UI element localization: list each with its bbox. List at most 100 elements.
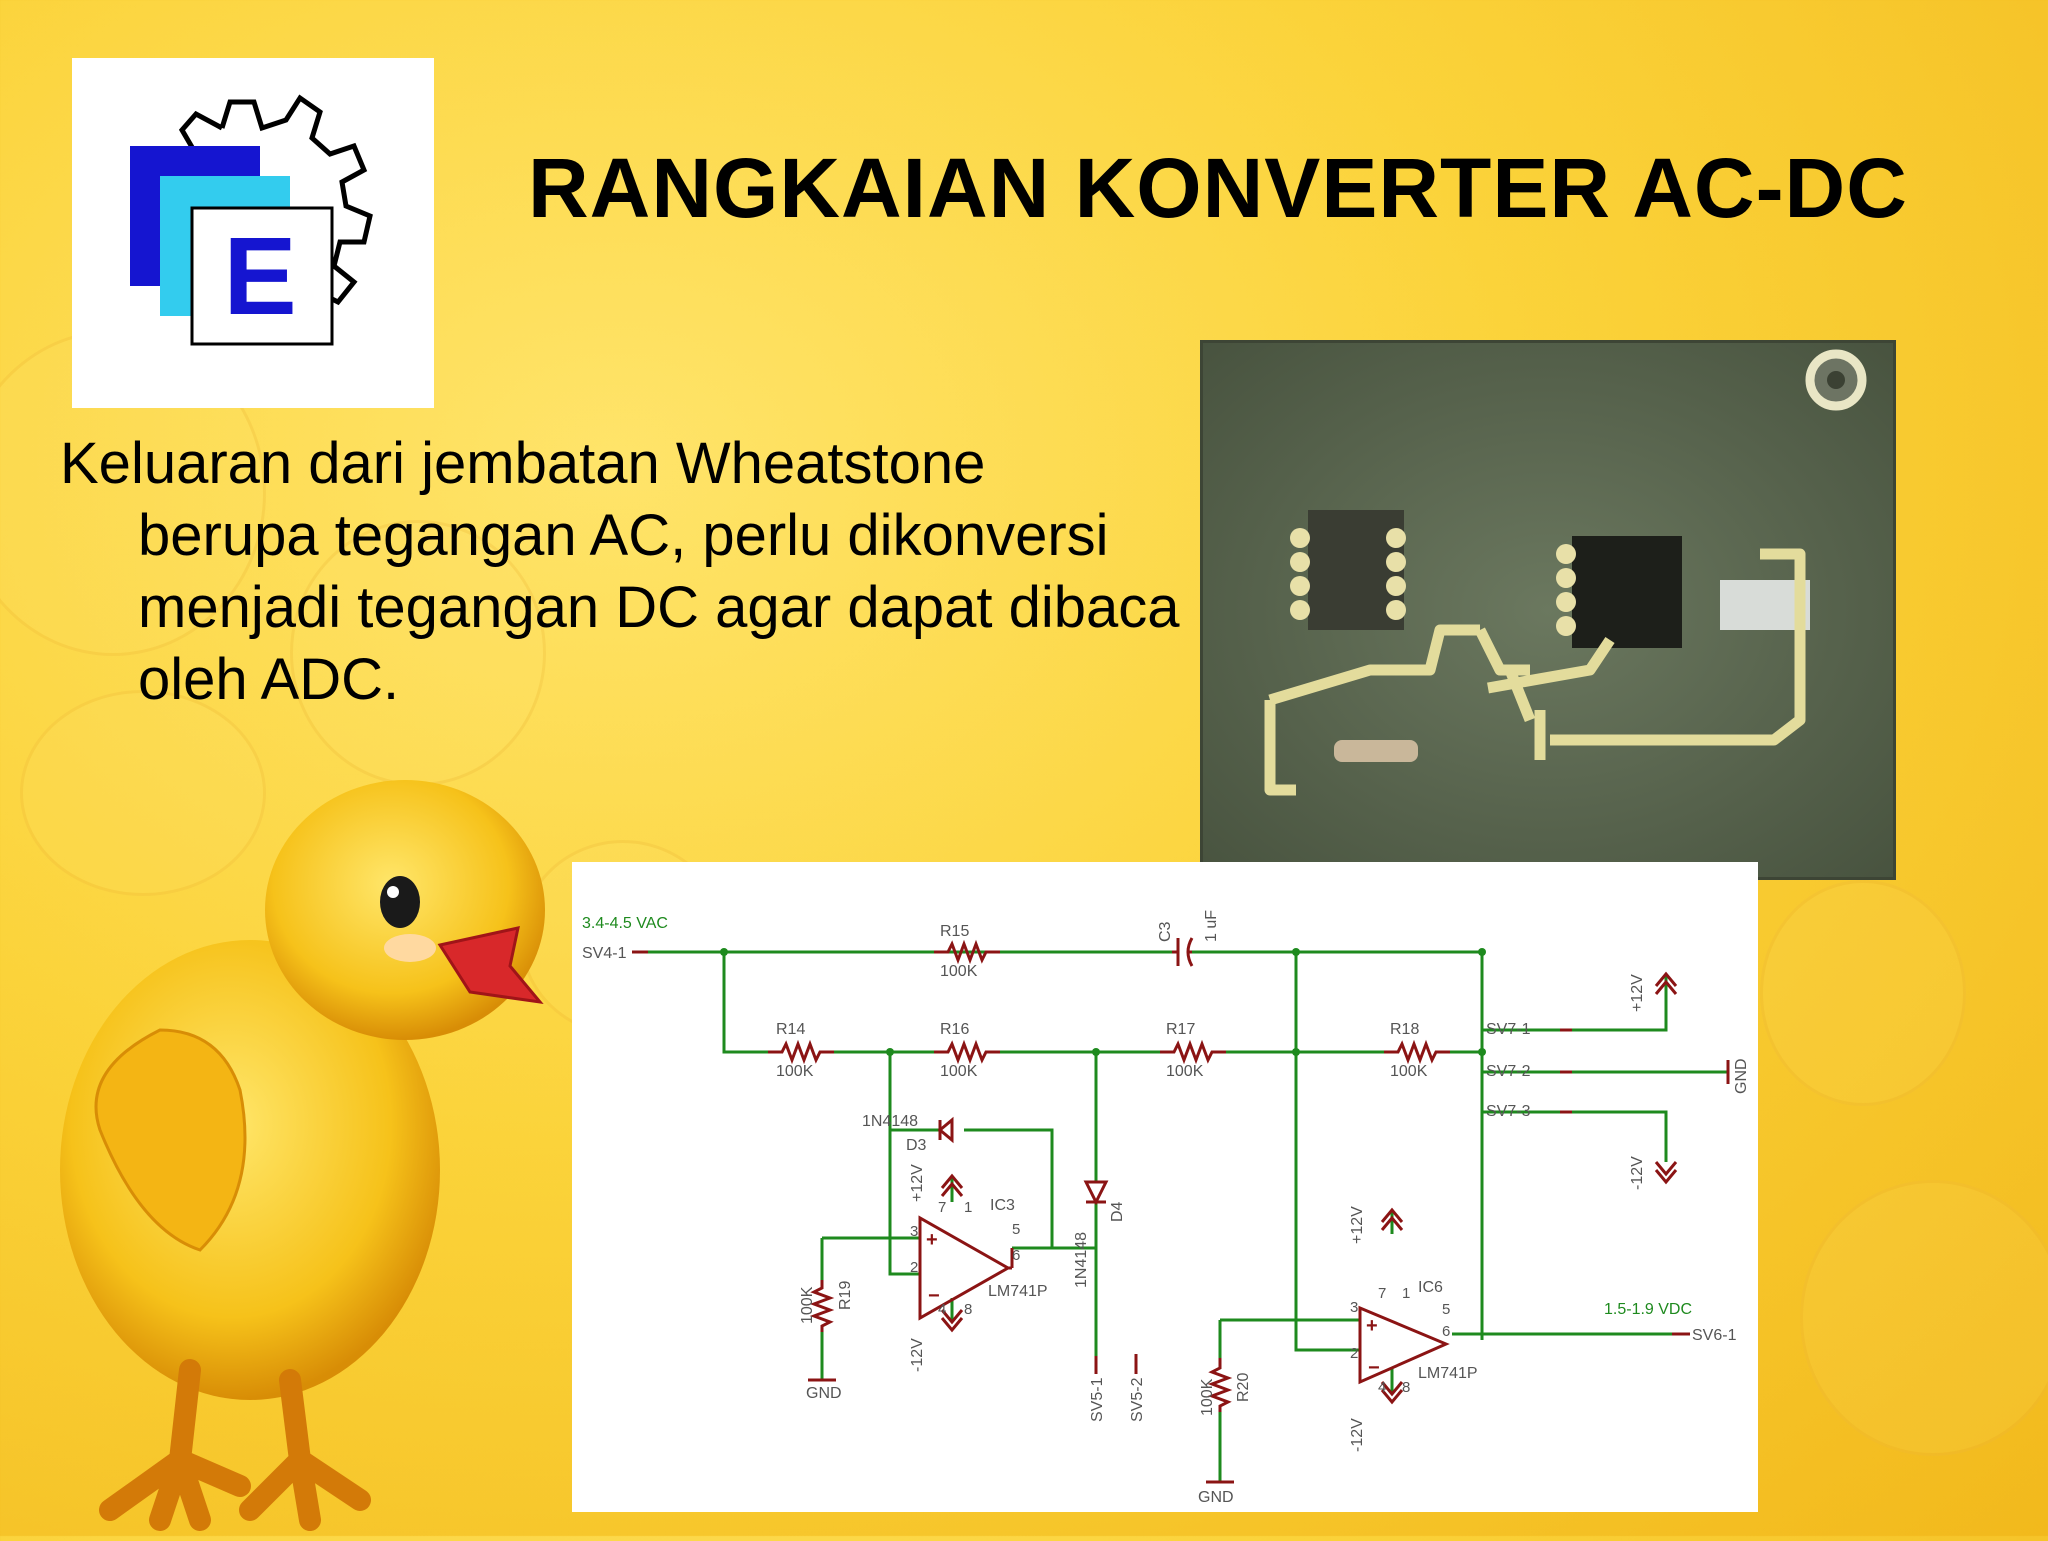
schematic-label: D4 bbox=[1109, 1201, 1126, 1222]
schematic-label: 1 uF bbox=[1203, 910, 1220, 942]
schematic-label: +12V bbox=[909, 1164, 926, 1202]
schematic-label: LM741P bbox=[1418, 1365, 1478, 1382]
schematic-label: R16 bbox=[940, 1021, 969, 1038]
schematic-label: R17 bbox=[1166, 1021, 1195, 1038]
chick-illustration bbox=[40, 770, 600, 1536]
resistor-r20 bbox=[1207, 1358, 1233, 1412]
schematic-label: 7 bbox=[1378, 1285, 1386, 1302]
circuit-schematic: +− +− 3 2 7 1 4 8 5 6 3 2 7 1 4 8 5 6 3.… bbox=[572, 862, 1758, 1512]
schematic-label: − bbox=[1368, 1357, 1380, 1379]
output-voltage-label: 1.5-1.9 VDC bbox=[1604, 1301, 1692, 1318]
schematic-label: +12V bbox=[1349, 1206, 1366, 1244]
schematic-label: + bbox=[926, 1229, 938, 1251]
schematic-label: 1N4148 bbox=[1073, 1232, 1090, 1288]
schematic-label: SV7-1 bbox=[1486, 1021, 1531, 1038]
arrow-minus12-ic6 bbox=[1380, 1381, 1404, 1405]
arrow-minus12-ic3 bbox=[940, 1309, 964, 1333]
resistor-r14 bbox=[768, 1039, 834, 1065]
schematic-label: 1 bbox=[964, 1199, 972, 1216]
schematic-label: SV5-2 bbox=[1129, 1377, 1146, 1422]
schematic-label: 8 bbox=[1402, 1379, 1410, 1396]
schematic-label: 100K bbox=[1166, 1063, 1204, 1080]
slide-title: RANGKAIAN KONVERTER AC-DC bbox=[528, 141, 1908, 235]
schematic-label: SV7-3 bbox=[1486, 1103, 1531, 1120]
schematic-label: R20 bbox=[1235, 1373, 1252, 1402]
schematic-label: 100K bbox=[1390, 1063, 1428, 1080]
opamp-ic3 bbox=[918, 1215, 1012, 1321]
schematic-label: 1 bbox=[1402, 1285, 1410, 1302]
schematic-label: 6 bbox=[1442, 1323, 1450, 1340]
chick-wing bbox=[94, 1028, 247, 1252]
schematic-label: -12V bbox=[909, 1338, 926, 1372]
schematic-label: -12V bbox=[1349, 1418, 1366, 1452]
schematic-label: GND bbox=[1198, 1489, 1234, 1506]
schematic-label: +12V bbox=[1629, 974, 1646, 1012]
input-connector-label: SV4-1 bbox=[582, 945, 627, 962]
schematic-label: 100K bbox=[940, 963, 978, 980]
background-blob bbox=[1760, 880, 1966, 1106]
schematic-label: IC6 bbox=[1418, 1279, 1443, 1296]
schematic-label: 4 bbox=[1378, 1379, 1386, 1396]
schematic-label: R15 bbox=[940, 923, 969, 940]
resistor-r16 bbox=[934, 1039, 1000, 1065]
capacitor-c3 bbox=[1172, 937, 1194, 967]
ic-chip bbox=[1290, 510, 1406, 630]
schematic-label: R14 bbox=[776, 1021, 805, 1038]
schematic-label: 100K bbox=[776, 1063, 814, 1080]
institution-logo: E bbox=[72, 58, 434, 408]
arrow-plus12-ic6 bbox=[1380, 1207, 1404, 1231]
opamp-ic6 bbox=[1358, 1305, 1450, 1385]
resistor-r19 bbox=[809, 1280, 835, 1332]
slide-body: Keluaran dari jembatan Wheatstone berupa… bbox=[60, 428, 1180, 716]
schematic-label: SV5-1 bbox=[1089, 1377, 1106, 1422]
schematic-label: GND bbox=[1733, 1058, 1750, 1094]
wires bbox=[648, 950, 1728, 1482]
input-voltage-label: 3.4-4.5 VAC bbox=[582, 915, 668, 932]
schematic-label: 6 bbox=[1012, 1247, 1020, 1264]
schematic-label: 1N4148 bbox=[862, 1113, 918, 1130]
chick-leg bbox=[239, 1369, 371, 1531]
schematic-label: GND bbox=[806, 1385, 842, 1402]
schematic-label: -12V bbox=[1629, 1156, 1646, 1190]
schematic-label: 4 bbox=[938, 1301, 946, 1318]
chick-eye bbox=[380, 876, 420, 928]
pcb-photo bbox=[1197, 337, 1899, 883]
logo-square-white bbox=[190, 206, 334, 346]
output-connector-label: SV6-1 bbox=[1692, 1327, 1737, 1344]
resistor bbox=[1334, 740, 1418, 762]
schematic-label: 3 bbox=[910, 1223, 918, 1240]
arrow-plus12-ic3 bbox=[940, 1173, 964, 1197]
schematic-label: 100K bbox=[940, 1063, 978, 1080]
diode-d3 bbox=[937, 1116, 954, 1144]
schematic-label: IC3 bbox=[990, 1197, 1015, 1214]
schematic-label: 100K bbox=[1199, 1378, 1216, 1416]
logo-letter: E bbox=[223, 215, 296, 338]
schematic-label: LM741P bbox=[988, 1283, 1048, 1300]
resistor-r17 bbox=[1160, 1039, 1226, 1065]
schematic-label: 5 bbox=[1012, 1221, 1020, 1238]
schematic-label: 100K bbox=[799, 1286, 816, 1324]
background-blob bbox=[290, 520, 546, 786]
schematic-label: − bbox=[928, 1285, 940, 1307]
chick-beak bbox=[437, 926, 544, 1005]
schematic-label: 2 bbox=[1350, 1345, 1358, 1362]
arrow-plus12-sv7 bbox=[1654, 971, 1678, 995]
chick-leg bbox=[99, 1359, 251, 1531]
body-paragraph: Keluaran dari jembatan Wheatstone berupa… bbox=[60, 431, 1180, 712]
schematic-label: 3 bbox=[1350, 1299, 1358, 1316]
schematic-label: D3 bbox=[906, 1137, 927, 1154]
schematic-label: R18 bbox=[1390, 1021, 1419, 1038]
schematic-label: + bbox=[1366, 1315, 1378, 1337]
background-blob bbox=[1800, 1180, 2048, 1456]
resistor-r18 bbox=[1384, 1039, 1450, 1065]
schematic-label: 7 bbox=[938, 1199, 946, 1216]
diode-d4 bbox=[1083, 1180, 1109, 1206]
resistor-r15 bbox=[934, 939, 1000, 965]
schematic-label: R19 bbox=[837, 1281, 854, 1310]
arrow-minus12-sv7 bbox=[1654, 1161, 1678, 1185]
schematic-label: C3 bbox=[1157, 921, 1174, 942]
background-blob bbox=[20, 690, 266, 896]
schematic-label: 5 bbox=[1442, 1301, 1450, 1318]
schematic-label: 2 bbox=[910, 1259, 918, 1276]
schematic-label: SV7-2 bbox=[1486, 1063, 1531, 1080]
